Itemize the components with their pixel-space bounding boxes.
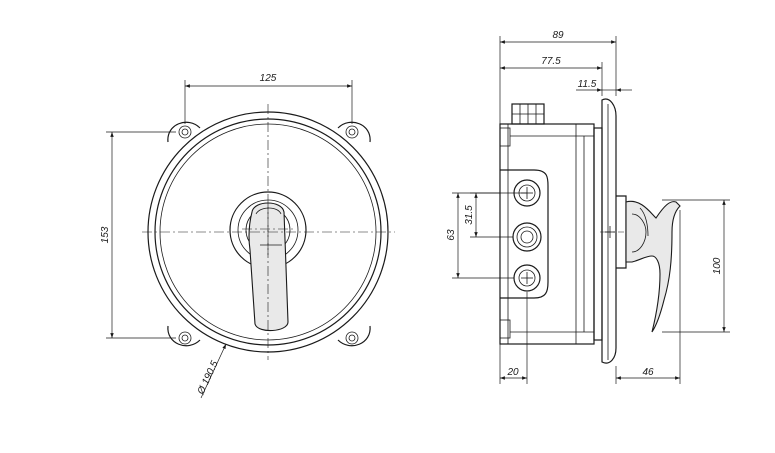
dim-label-46: 46 xyxy=(642,367,654,378)
lever-handle xyxy=(248,202,289,332)
dim-label-diameter: Ø 190.5 xyxy=(195,359,221,397)
body-box xyxy=(499,123,595,345)
dim-label-77-5: 77.5 xyxy=(541,56,561,67)
dim-label-153: 153 xyxy=(100,226,111,243)
dim-label-89: 89 xyxy=(552,30,564,41)
dim-side-20: 20 xyxy=(499,292,528,384)
cable-gland xyxy=(511,103,545,125)
dim-label-31-5: 31.5 xyxy=(464,205,475,225)
dim-side-31-5: 31.5 xyxy=(464,192,527,238)
dim-label-100: 100 xyxy=(712,257,723,274)
dim-side-100: 100 xyxy=(662,199,730,333)
port-middle xyxy=(512,222,542,252)
dim-side-46: 46 xyxy=(615,210,681,384)
dim-front-width: 125 xyxy=(184,73,353,124)
dim-label-125: 125 xyxy=(260,73,277,84)
port-bottom xyxy=(513,264,541,292)
dim-label-63: 63 xyxy=(446,229,457,241)
dim-front-diameter: Ø 190.5 xyxy=(195,343,227,399)
dim-label-20: 20 xyxy=(506,367,519,378)
port-bay xyxy=(500,169,549,299)
lever-handle-side xyxy=(616,195,681,333)
side-view: 89 77.5 11.5 31.5 63 xyxy=(446,30,730,384)
dim-front-height: 153 xyxy=(100,131,176,339)
front-view: 125 153 Ø 190.5 xyxy=(100,73,395,399)
mounting-ears xyxy=(167,121,371,347)
dim-label-11-5: 11.5 xyxy=(578,79,597,90)
cover-plate xyxy=(601,98,617,364)
dim-side-89: 89 xyxy=(499,30,617,124)
dim-side-11-5: 11.5 xyxy=(576,79,632,92)
dim-side-63: 63 xyxy=(446,192,514,279)
flange-plate xyxy=(593,127,603,341)
